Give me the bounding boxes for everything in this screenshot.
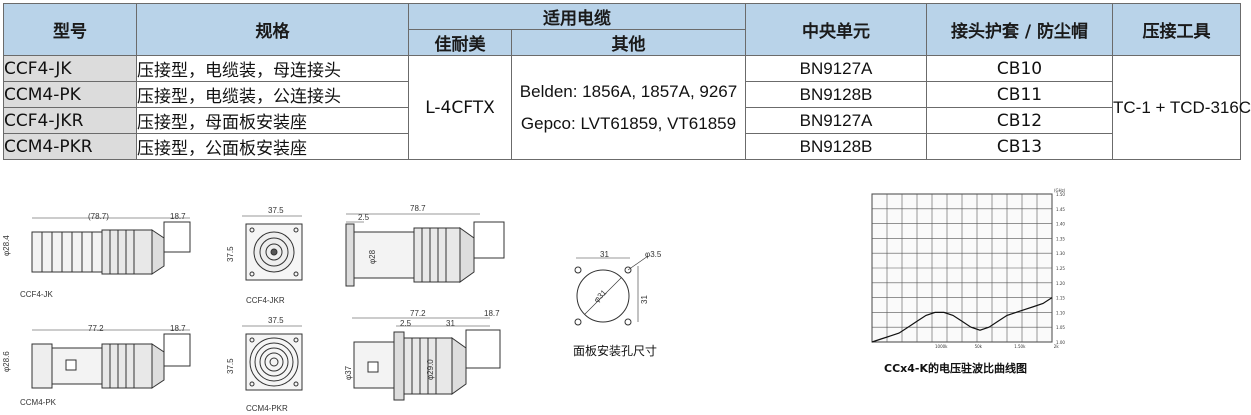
chart-y-tick-label: 1.40	[1056, 222, 1065, 227]
chart-y-tick-label: 1.50	[1056, 192, 1065, 197]
boot-cell: CB11	[926, 81, 1113, 108]
chart-x-tick-label: 50k	[975, 344, 983, 349]
ccf4-jkr-side-dim-length: 78.7	[410, 204, 426, 213]
ccm4-pk-drawing	[31, 329, 191, 389]
ccf4-jkr-side-drawing	[345, 213, 505, 287]
ccf4-jk-dim-length: (78.7)	[88, 212, 109, 221]
panel-hole-drawing	[574, 255, 649, 326]
ccm4-pkr-side-dim-dia2: φ29.0	[426, 359, 435, 380]
ccf4-jkr-label: CCF4-JKR	[246, 296, 285, 305]
model-cell: CCF4-JKR	[3, 107, 137, 134]
ccm4-pk-dim-tail: 18.7	[170, 324, 186, 333]
ccm4-pk-dim-length: 77.2	[88, 324, 104, 333]
header-boot: 接头护套 / 防尘帽	[926, 3, 1113, 56]
chart-y-tick-label: 1.35	[1056, 236, 1065, 241]
model-cell: CCM4-PK	[3, 81, 137, 108]
ccf4-jk-drawing	[31, 217, 191, 275]
boot-cell: CB10	[926, 55, 1113, 82]
boot-cell: CB12	[926, 107, 1113, 134]
ccm4-pkr-dim-h: 37.5	[226, 358, 235, 374]
ccf4-jk-label: CCF4-JK	[20, 290, 53, 299]
chart-x-tick-label: 1.50k	[1014, 344, 1026, 349]
center-unit-cell: BN9128B	[745, 133, 927, 160]
header-spec: 规格	[136, 3, 409, 56]
ccm4-pkr-dim-w: 37.5	[268, 316, 284, 325]
ccf4-jkr-front-drawing	[242, 215, 303, 281]
ccm4-pk-label: CCM4-PK	[20, 398, 57, 407]
header-cable: 适用电缆	[408, 3, 746, 30]
panel-hole-dim-hole: φ3.5	[645, 250, 662, 259]
model-cell: CCM4-PKR	[3, 133, 137, 160]
chart-y-tick-label: 1.05	[1056, 325, 1065, 330]
model-cell: CCF4-JK	[3, 55, 137, 82]
panel-hole-dim-w: 31	[600, 250, 609, 259]
header-center: 中央单元	[745, 3, 927, 56]
panel-hole-dim-h: 31	[640, 295, 649, 304]
table-row: CCM4-PK 压接型，电缆装，公连接头 BN9128B CB11	[3, 81, 1241, 108]
ccm4-pkr-side-drawing	[352, 317, 501, 401]
spec-cell: 压接型，母面板安装座	[136, 107, 409, 134]
chart-y-tick-label: 1.25	[1056, 266, 1065, 271]
center-unit-cell: BN9127A	[745, 55, 927, 82]
boot-cell: CB13	[926, 133, 1113, 160]
panel-hole-caption: 面板安装孔尺寸	[573, 344, 658, 358]
header-model: 型号	[3, 3, 137, 56]
ccf4-jk-dim-tail: 18.7	[170, 212, 186, 221]
table-row: CCF4-JK 压接型，电缆装，母连接头 L-4CFTX Belden: 185…	[3, 55, 1251, 160]
ccm4-pkr-label: CCM4-PKR	[246, 404, 288, 413]
ccf4-jkr-side-dim-dia: φ28	[368, 249, 377, 264]
ccf4-jk-dim-dia: φ28.4	[2, 235, 11, 256]
chart-y-tick-label: 1.00	[1056, 340, 1065, 345]
vswr-chart-caption: CCx4-K的电压驻波比曲线图	[884, 362, 1027, 375]
chart-y-tick-label: 1.20	[1056, 281, 1065, 286]
spec-cell: 压接型，公面板安装座	[136, 133, 409, 160]
ccm4-pkr-side-dim-dia: φ37	[344, 365, 353, 380]
chart-y-tick-label: 1.45	[1056, 207, 1065, 212]
chart-x-tick-label: 1000k	[935, 344, 948, 349]
spec-cell: 压接型，电缆装，母连接头	[136, 55, 409, 82]
header-tool: 压接工具	[1112, 3, 1241, 56]
ccm4-pkr-side-dim-flange: 2.5	[400, 319, 412, 328]
chart-y-tick-label: 1.15	[1056, 296, 1065, 301]
chart-y-tick-label: 1.30	[1056, 251, 1065, 256]
ccm4-pkr-side-dim-length: 77.2	[410, 309, 426, 318]
cable-jnm-cell: L-4CFTX	[408, 55, 512, 160]
spec-table: 型号 规格 适用电缆 中央单元 接头护套 / 防尘帽 压接工具 佳耐美 其他 C…	[3, 3, 1251, 160]
cable-other-belden: Belden: 1856A, 1857A, 9267	[519, 81, 738, 101]
chart-series-line	[871, 297, 1053, 343]
chart-unit-label: (GHz)	[1054, 188, 1066, 193]
cable-other-gepco: Gepco: LVT61859, VT61859	[520, 113, 737, 133]
ccf4-jkr-dim-h: 37.5	[226, 246, 235, 262]
header-cable-other: 其他	[511, 29, 746, 56]
chart-y-tick-label: 1.10	[1056, 310, 1065, 315]
ccm4-pkr-side-dim-mid: 31	[446, 319, 455, 328]
header-cable-jnm: 佳耐美	[408, 29, 512, 56]
chart-x-tick-label: 2k	[1054, 344, 1060, 349]
vswr-chart: 1.50 1.45 1.40 1.35 1.30 1.25 1.20 1.15 1.10 1.05…	[871, 188, 1066, 349]
center-unit-cell: BN9128B	[745, 81, 927, 108]
ccf4-jkr-side-dim-flange: 2.5	[358, 213, 370, 222]
ccm4-pkr-side-dim-tail: 18.7	[484, 309, 500, 318]
ccf4-jkr-dim-w: 37.5	[268, 206, 284, 215]
table-row: CCM4-PKR 压接型，公面板安装座 BN9128B CB13	[3, 133, 1241, 160]
tool-cell: TC-1 + TCD-316C	[1112, 55, 1251, 160]
ccm4-pkr-front-drawing	[242, 325, 303, 391]
ccm4-pk-dim-dia: φ28.6	[2, 351, 11, 372]
cable-other-cell: Belden: 1856A, 1857A, 9267 Gepco: LVT618…	[511, 55, 746, 160]
center-unit-cell: BN9127A	[745, 107, 927, 134]
table-row: CCF4-JKR 压接型，母面板安装座 BN9127A CB12	[3, 107, 1241, 134]
spec-cell: 压接型，电缆装，公连接头	[136, 81, 409, 108]
